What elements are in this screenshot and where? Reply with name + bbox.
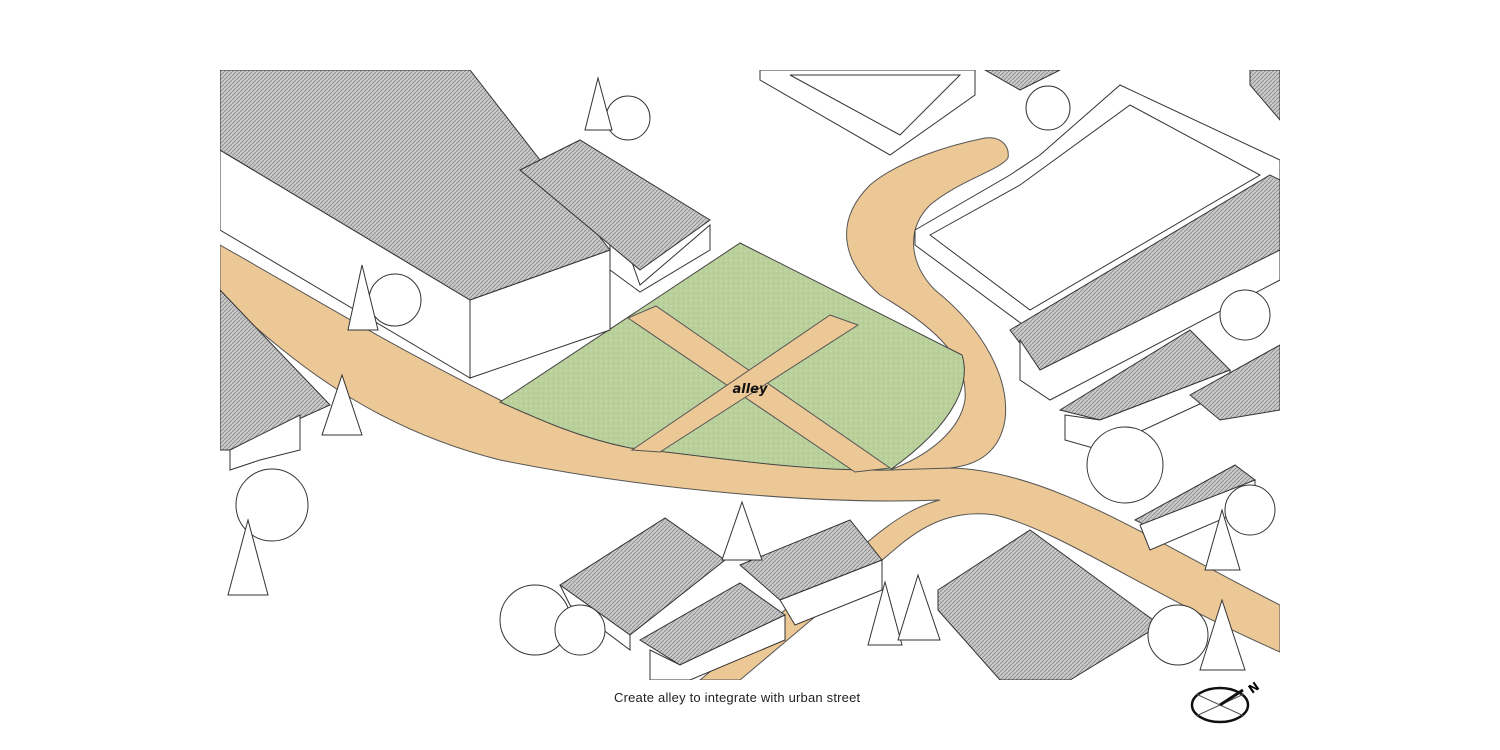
diagram-caption: Create alley to integrate with urban str… <box>614 690 861 705</box>
house-left <box>220 289 331 471</box>
green-plot <box>498 242 965 473</box>
tree-icon <box>1204 484 1276 571</box>
houses-bottom <box>559 517 883 680</box>
tree-icon <box>1219 289 1271 341</box>
building-top-middle <box>759 70 976 156</box>
alley-path-2 <box>630 314 860 453</box>
warehouse-building <box>220 70 711 379</box>
building-bottom-right <box>937 529 1161 680</box>
tree-icon <box>1025 85 1071 131</box>
courtyard-complex <box>914 70 1280 551</box>
alley-label: alley <box>733 382 769 397</box>
tree-icon <box>499 584 606 656</box>
tree-icon <box>321 373 363 436</box>
tree-icon <box>1086 426 1164 504</box>
tree-icon <box>1147 598 1246 671</box>
tree-icon <box>227 468 309 596</box>
tree-icon <box>584 76 651 141</box>
tree-icon <box>867 573 941 646</box>
north-arrow-icon: N <box>1190 679 1262 724</box>
trees <box>227 76 1276 671</box>
tree-icon <box>347 264 422 331</box>
north-label: N <box>1246 679 1262 696</box>
tree-icon <box>721 500 763 561</box>
side-road <box>846 137 1009 471</box>
